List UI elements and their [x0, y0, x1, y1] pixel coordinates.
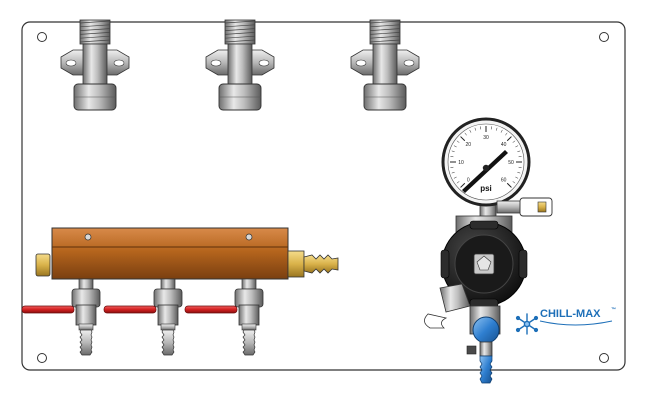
gauge-scale-label: 20 — [466, 142, 472, 148]
gauge-tick — [460, 182, 466, 188]
gauge-tick — [451, 171, 455, 174]
manifold-valves — [21, 278, 264, 356]
gauge-tick — [515, 176, 519, 179]
gauge-tick — [517, 150, 521, 153]
gauge-tick — [453, 145, 457, 148]
gauge-tick — [500, 129, 503, 133]
gauge-scale-label: 30 — [483, 135, 489, 141]
gauge-scale-label: 0 — [467, 177, 470, 183]
gauge-tick — [474, 127, 477, 131]
wall-shanks — [60, 19, 420, 111]
gauge-tick — [456, 181, 460, 184]
mounting-holes — [37, 32, 609, 363]
shutoff-valve — [21, 278, 101, 356]
gauge-tick — [515, 145, 519, 148]
gauge-tick — [456, 140, 460, 143]
gauge-tick — [512, 181, 516, 184]
shutoff-valve-handle — [472, 316, 500, 344]
gauge-tick — [460, 136, 466, 142]
gauge-tick — [464, 132, 467, 136]
wall-shank — [60, 19, 130, 111]
gauge-tick — [495, 127, 498, 131]
pressure-gauge: 0 10 20 30 40 50 60 psi — [441, 117, 531, 224]
gas-manifold — [35, 227, 339, 280]
gauge-tick — [505, 132, 508, 136]
snowflake-icon — [515, 313, 539, 335]
shutoff-valve — [103, 278, 183, 356]
wall-shank — [350, 19, 420, 111]
brand-name: CHILL-MAX — [540, 308, 601, 320]
gauge-tick — [451, 150, 455, 153]
gauge-scale-label: 10 — [458, 160, 464, 166]
brand-trademark: ™ — [611, 307, 616, 313]
gauge-tick — [506, 182, 512, 188]
wall-shank — [205, 19, 275, 111]
gauge-scale-label: 50 — [508, 160, 514, 166]
gauge-tick — [453, 176, 457, 179]
brand-logo: CHILL-MAX ™ — [515, 307, 616, 335]
gauge-tick — [469, 129, 472, 133]
gauge-tick — [517, 171, 521, 174]
gauge-unit-label: psi — [480, 184, 492, 193]
gauge-needle — [462, 150, 508, 193]
shutoff-valve — [184, 278, 264, 356]
gauge-scale-label: 60 — [501, 177, 507, 183]
gauge-scale-labels: 0 10 20 30 40 50 60 — [458, 135, 514, 184]
gauge-tick — [512, 140, 516, 143]
gauge-scale-label: 40 — [501, 142, 507, 148]
gauge-ticks — [450, 126, 522, 188]
gauge-tick — [506, 136, 512, 142]
co2-regulator — [424, 197, 553, 384]
